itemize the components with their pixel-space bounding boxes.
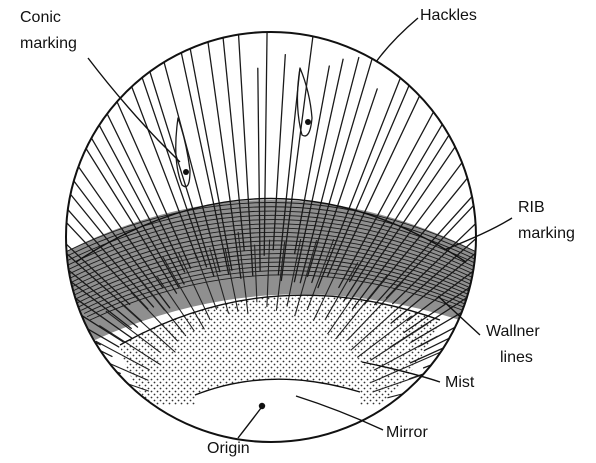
conic-label: Conic: [20, 9, 61, 26]
origin-point: [259, 403, 265, 409]
conic-dot-right: [305, 119, 311, 125]
conic-label-line2: marking: [20, 35, 77, 52]
rib-label-line2: marking: [518, 225, 575, 242]
hackle-line: [0, 331, 102, 389]
conic-dot-left: [183, 169, 189, 175]
hackle-line: [0, 315, 89, 378]
mist-label: Mist: [445, 374, 475, 391]
wallner-label: Wallner: [486, 323, 540, 340]
hackle-line: [0, 350, 97, 393]
rib-label: RIB: [518, 199, 545, 216]
hackles-label: Hackles: [420, 7, 477, 24]
origin-label: Origin: [207, 440, 250, 457]
mirror-label: Mirror: [386, 424, 428, 441]
wallner-label-line2: lines: [500, 349, 533, 366]
hackles-leader: [376, 18, 418, 62]
